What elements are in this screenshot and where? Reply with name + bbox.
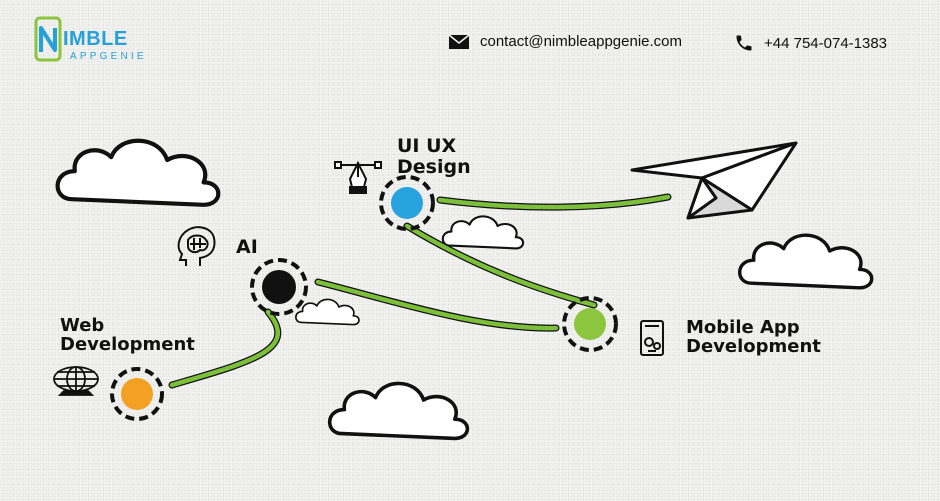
cloud-right: [737, 233, 874, 290]
contact-email[interactable]: contact@nimbleappgenie.com: [448, 33, 682, 50]
cloud-top-left: [58, 141, 219, 205]
node-web-development: [110, 367, 164, 421]
node-ai: [250, 258, 308, 316]
node-mobile-app-development: [562, 296, 618, 352]
mobile-settings-icon: [640, 320, 664, 356]
phone-logo-icon: [34, 16, 62, 62]
globe-icon: [53, 366, 99, 396]
cloud-small-center: [441, 215, 525, 250]
phone-icon: [736, 35, 752, 51]
phone-text[interactable]: +44 754-074-1383: [764, 34, 888, 52]
label-web-development: Web Development: [60, 315, 195, 356]
node-ui-ux-design: [379, 175, 435, 231]
brand-logo[interactable]: IMBLE APPGENIE: [33, 16, 153, 66]
brain-head-icon: [177, 226, 216, 266]
brand-name: IMBLE: [63, 28, 128, 50]
pen-tool-icon: [334, 160, 382, 194]
envelope-icon: [448, 33, 470, 49]
label-ui-ux-design: UI UX Design: [397, 135, 471, 178]
cloud-bottom: [327, 381, 470, 441]
cloud-small-left: [295, 298, 360, 326]
label-mobile-app-development: Mobile App Development: [686, 317, 821, 358]
connector-paths: [168, 193, 672, 389]
paper-plane-icon: [630, 141, 798, 220]
email-text[interactable]: contact@nimbleappgenie.com: [480, 33, 683, 50]
label-ai: AI: [236, 236, 258, 258]
contact-phone[interactable]: +44 754-074-1383: [734, 33, 887, 53]
brand-subtitle: APPGENIE: [70, 51, 147, 62]
path-line: [169, 194, 671, 388]
